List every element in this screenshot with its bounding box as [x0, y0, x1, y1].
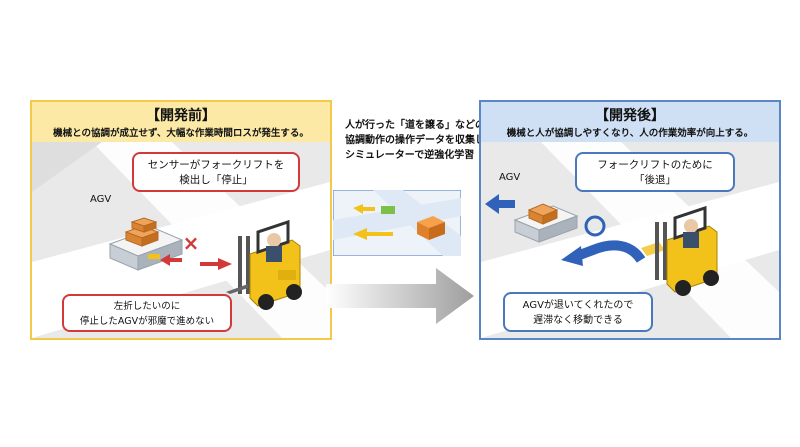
sensor-callout-line-1: センサーがフォークリフトを	[147, 159, 285, 171]
forklift-callout: フォークリフトのために 「後退」	[575, 152, 735, 192]
sensor-callout-line-2: 検出し「停止」	[179, 174, 253, 186]
center-line-2: 協調動作の操作データを収集し、	[345, 135, 495, 146]
after-agv-label: AGV	[499, 172, 521, 183]
before-header: 【開発前】 機械との協調が成立せず、大幅な作業時間ロスが発生する。	[32, 102, 330, 142]
forklift	[655, 205, 719, 296]
blocked-callout-line-2: 停止したAGVが邪魔で進めない	[79, 316, 215, 327]
after-panel: 【開発後】 機械と人が協調しやすくなり、人の作業効率が向上する。	[479, 100, 781, 340]
after-scene: AGV フォークリフトのために 「後退」 AGVが退いてくれたので 遅滞なく移動…	[481, 142, 779, 338]
forklift	[226, 219, 302, 310]
simulator-illustration	[333, 190, 461, 256]
after-title: 【開発後】	[595, 108, 665, 124]
agv-robot	[108, 217, 184, 271]
center-description: 人が行った「道を譲る」などの 協調動作の操作データを収集し、 シミュレーターで逆…	[345, 118, 495, 163]
sensor-callout: センサーがフォークリフトを 検出し「停止」	[132, 152, 300, 192]
before-title: 【開発前】	[146, 108, 216, 124]
forklift-callout-line-1: フォークリフトのために	[597, 159, 713, 171]
agv-robot-retreating	[513, 203, 579, 243]
smooth-callout-line-1: AGVが退いてくれたので	[522, 300, 634, 311]
transition-arrow-icon	[326, 268, 474, 324]
after-header: 【開発後】 機械と人が協調しやすくなり、人の作業効率が向上する。	[481, 102, 779, 142]
before-scene: × AGV センサーがフォークリフトを 検出し「停止」 左折したいのに 停止した…	[32, 142, 330, 338]
before-panel: 【開発前】 機械との協調が成立せず、大幅な作業時間ロスが発生する。	[30, 100, 332, 340]
after-subtitle: 機械と人が協調しやすくなり、人の作業効率が向上する。	[506, 128, 754, 139]
ok-circle-icon	[584, 215, 606, 237]
smooth-callout: AGVが退いてくれたので 遅滞なく移動できる	[503, 292, 653, 332]
before-agv-label: AGV	[90, 194, 112, 205]
before-subtitle: 機械との協調が成立せず、大幅な作業時間ロスが発生する。	[53, 128, 309, 139]
stop-mark: ×	[183, 231, 200, 255]
center-line-1: 人が行った「道を譲る」などの	[345, 120, 485, 131]
forklift-callout-line-2: 「後退」	[634, 174, 676, 186]
blocked-callout: 左折したいのに 停止したAGVが邪魔で進めない	[62, 294, 232, 332]
center-line-3: シミュレーターで逆強化学習	[345, 150, 475, 161]
blocked-callout-line-1: 左折したいのに	[113, 301, 181, 312]
smooth-callout-line-2: 遅滞なく移動できる	[533, 315, 623, 326]
